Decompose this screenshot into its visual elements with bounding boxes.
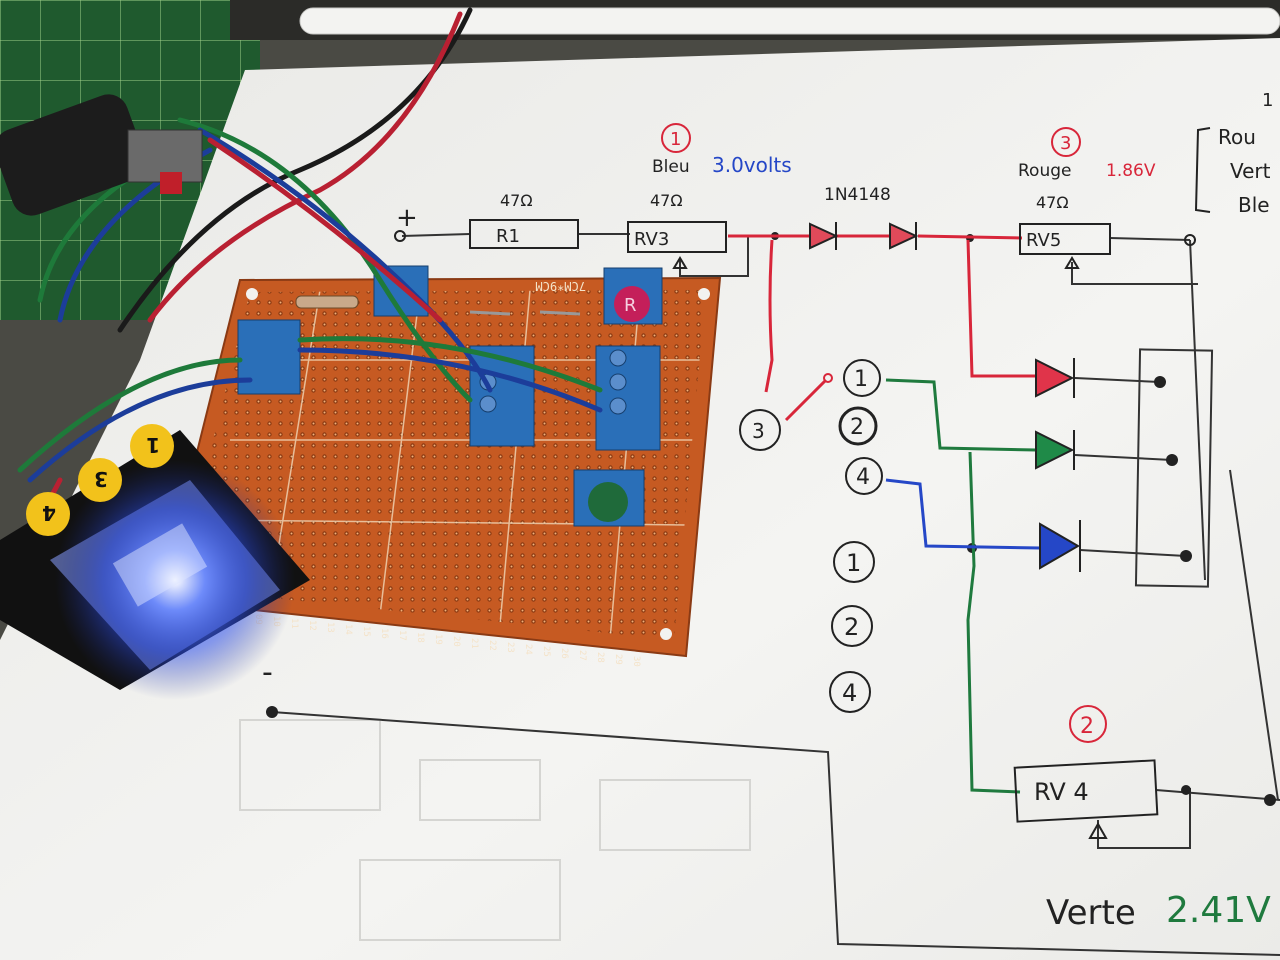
diode-label: 1N4148 [824, 185, 891, 205]
traced-blue-wires [885, 478, 1041, 550]
col-num-11: 20 [451, 636, 461, 647]
node-circles: 1 2 4 [838, 359, 883, 495]
button-label-1 [130, 424, 174, 468]
rv5-value: 47Ω [1036, 193, 1069, 212]
sequence-circle-2: 4 [842, 679, 857, 707]
connector-housing [0, 94, 203, 216]
col-num-7: 16 [379, 628, 389, 639]
col-num-3: 12 [307, 620, 317, 631]
board-wires [7, 7, 603, 553]
button-label-3-text: 3 [94, 467, 108, 491]
right-list-item-2: Vert [1230, 159, 1271, 183]
white-stylus [299, 7, 1280, 35]
col-num-19: 28 [595, 652, 605, 663]
illuminated-push-button: 4 3 1 [0, 424, 310, 700]
switch-circle [739, 409, 781, 451]
diode-component-1 [469, 310, 511, 316]
board-marking: 7CM*9CM [535, 279, 586, 293]
rv5-step-number: 3 [1060, 133, 1071, 154]
right-list-item-3: Ble [1238, 193, 1270, 217]
led-red [1035, 358, 1075, 398]
traced-green-wires [885, 378, 1037, 794]
col-num-6: 15 [361, 626, 371, 637]
col-num-16: 25 [541, 646, 551, 657]
switch-contact [823, 373, 833, 383]
rv5-step-circle [1051, 127, 1081, 157]
switch-circle-number: 3 [752, 419, 765, 443]
col-num-12: 21 [469, 638, 479, 649]
col-num-14: 23 [505, 642, 515, 653]
right-list-item-1: Rou [1218, 125, 1256, 149]
node-circle-2: 4 [856, 465, 870, 490]
minus-label: - [262, 655, 273, 690]
trimmer-pot-verte-knob [588, 482, 628, 522]
diode-component-2 [539, 310, 581, 316]
sequence-circle-0: 1 [846, 549, 861, 577]
traced-red-wires [728, 234, 1036, 422]
rv5-note-prefix: Rouge [1018, 161, 1071, 181]
rv3-note-prefix: Bleu [652, 157, 690, 177]
rv3-name: RV3 [634, 229, 669, 250]
col-num-8: 17 [397, 630, 407, 641]
board-components: R [237, 265, 663, 527]
col-num-18: 27 [577, 650, 587, 661]
rv4-step-circle [1069, 705, 1107, 743]
schematic-wires [271, 233, 1280, 956]
pot-rv4 [1013, 759, 1159, 823]
screw-terminal-left [237, 319, 301, 395]
button-label-4-text: 4 [42, 501, 56, 525]
col-num-21: 30 [631, 656, 641, 667]
led-green [1035, 430, 1075, 470]
button-label-3 [78, 458, 122, 502]
col-num-13: 22 [487, 640, 497, 651]
rv4-name: RV 4 [1034, 778, 1089, 806]
rv3-note-voltage: 3.0volts [712, 153, 792, 177]
rv4-note-voltage: 2.41V [1166, 890, 1271, 931]
r1-name: R1 [496, 226, 520, 247]
node-circle-1: 2 [850, 415, 864, 440]
sequence-circle-1: 2 [844, 613, 859, 641]
diode-1 [809, 222, 839, 250]
col-num-17: 26 [559, 648, 569, 659]
trimmer-pot-rouge-label: R [624, 295, 637, 316]
rv3-wiper-arrow [672, 256, 688, 269]
col-num-10: 19 [433, 634, 443, 645]
rv4-note-prefix: Verte [1046, 893, 1136, 933]
trimmer-pot-rouge-knob [614, 286, 650, 322]
r1-value: 47Ω [500, 191, 533, 210]
screw-terminal-center [469, 345, 535, 447]
resistor-r1 [469, 219, 579, 249]
led-blue [1039, 520, 1081, 572]
right-list-brace [1194, 127, 1211, 213]
rv5-name: RV5 [1026, 230, 1061, 251]
rv4-wiper-arrow [1088, 821, 1108, 839]
resistor-component [295, 295, 359, 309]
rv3-value: 47Ω [650, 191, 683, 210]
faint-paper-lines [239, 719, 751, 941]
screw-terminal-right [595, 345, 661, 451]
pot-rv5 [1019, 223, 1111, 255]
button-label-4 [26, 492, 70, 536]
pot-rv3 [627, 221, 727, 253]
col-num-4: 13 [325, 622, 335, 633]
rv3-step-circle [661, 123, 691, 153]
right-list-item-0: 1 [1262, 90, 1273, 111]
rv3-step-number: 1 [670, 129, 681, 150]
col-num-9: 18 [415, 632, 425, 643]
rv5-wiper-arrow [1064, 256, 1080, 269]
col-num-5: 14 [343, 624, 353, 635]
schematic-nodes [266, 230, 1276, 806]
button-label-1-text: 1 [146, 433, 160, 457]
rv5-note-voltage: 1.86V [1106, 161, 1156, 181]
node-circle-0: 1 [854, 367, 868, 392]
sequence-circles: 1 2 4 [829, 541, 875, 713]
diode-2 [889, 222, 919, 250]
col-num-20: 29 [613, 654, 623, 665]
rv4-step-number: 2 [1080, 714, 1094, 739]
plus-label: + [396, 203, 418, 233]
col-num-2: 11 [289, 618, 299, 629]
col-num-15: 24 [523, 644, 533, 655]
